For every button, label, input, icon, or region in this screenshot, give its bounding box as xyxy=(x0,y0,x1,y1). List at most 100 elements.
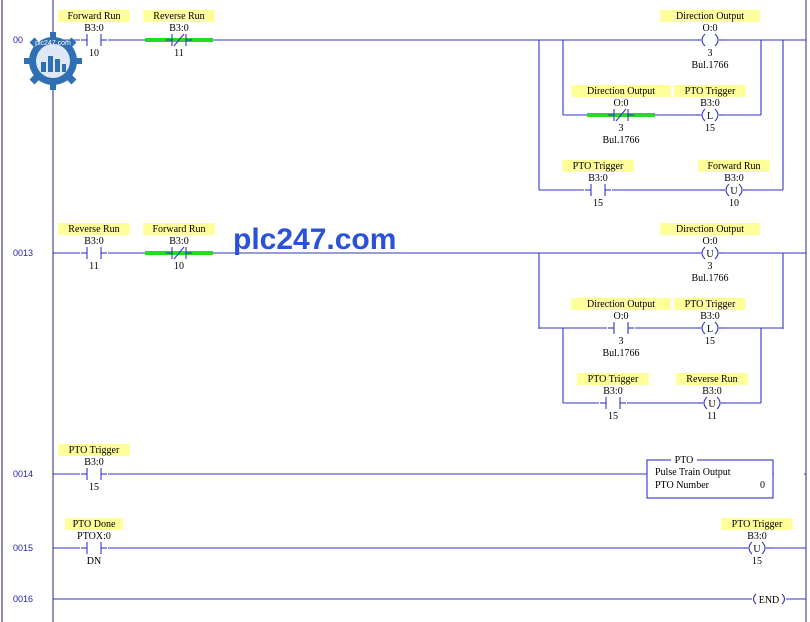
instruction-label: Direction Output xyxy=(676,11,744,22)
rung-number: 0016 xyxy=(13,594,33,604)
instruction-label-bg xyxy=(676,373,748,385)
coil-arc xyxy=(701,108,706,122)
instruction-bit: 10 xyxy=(729,198,739,209)
instruction-address: PTOX:0 xyxy=(77,531,111,542)
instruction-bit: 15 xyxy=(593,198,603,209)
contact-slash xyxy=(173,33,185,47)
pto-instruction-box xyxy=(646,459,774,499)
gap xyxy=(599,401,627,405)
instruction-address: O:0 xyxy=(614,98,629,109)
coil-type-letter: U xyxy=(706,249,714,260)
instruction-label: Direction Output xyxy=(587,299,655,310)
pto-title: PTO xyxy=(675,455,694,466)
end-bg xyxy=(752,593,786,605)
instruction-address: B3:0 xyxy=(603,386,622,397)
instruction-extra: Bul.1766 xyxy=(692,273,729,284)
instruction-label-bg xyxy=(698,160,770,172)
instruction-bit: 15 xyxy=(608,411,618,422)
instruction-label-bg xyxy=(58,223,130,235)
mask xyxy=(781,329,785,406)
gap xyxy=(607,326,635,330)
instruction-bit: DN xyxy=(87,556,101,567)
gap xyxy=(696,113,724,117)
coil-type-letter: U xyxy=(753,544,761,555)
instruction-bit: 15 xyxy=(705,123,715,134)
gap xyxy=(80,546,108,550)
gap xyxy=(774,472,804,476)
instruction-bit: 15 xyxy=(89,482,99,493)
coil-arc xyxy=(761,541,766,555)
logo-text: plc247.com xyxy=(35,40,71,47)
gap xyxy=(696,251,724,255)
instruction-label-bg xyxy=(674,298,746,310)
instruction-label: PTO Trigger xyxy=(573,161,624,172)
instruction-bit: 3 xyxy=(619,336,624,347)
gap xyxy=(720,188,748,192)
mask xyxy=(537,329,541,406)
coil-arc xyxy=(701,246,706,260)
instruction-label-bg xyxy=(674,85,746,97)
instruction-address: B3:0 xyxy=(84,457,103,468)
rung-number: 0014 xyxy=(13,469,33,479)
instruction-bit: 3 xyxy=(708,48,713,59)
instruction-label: PTO Done xyxy=(73,519,116,530)
instruction-extra: Bul.1766 xyxy=(603,348,640,359)
end-instruction: END xyxy=(759,595,780,606)
gap xyxy=(743,546,771,550)
instruction-address: B3:0 xyxy=(700,311,719,322)
instruction-label-bg xyxy=(721,518,793,530)
gap xyxy=(80,38,108,42)
instruction-address: B3:0 xyxy=(747,531,766,542)
coil-arc xyxy=(716,396,721,410)
instruction-bit: 3 xyxy=(708,261,713,272)
instruction-address: B3:0 xyxy=(700,98,719,109)
instruction-label: PTO Trigger xyxy=(685,86,736,97)
rung-number: 0015 xyxy=(13,543,33,553)
instruction-extra: Bul.1766 xyxy=(603,135,640,146)
gap xyxy=(80,251,108,255)
coil-type-letter: U xyxy=(708,399,716,410)
end-arc xyxy=(781,593,786,605)
instruction-label-bg xyxy=(571,298,671,310)
coil-type-letter: U xyxy=(730,186,738,197)
instruction-label-bg xyxy=(660,223,760,235)
rung-number: 00 xyxy=(13,35,23,45)
contact-slash xyxy=(615,108,627,122)
instruction-label: Forward Run xyxy=(707,161,760,172)
instruction-extra: Bul.1766 xyxy=(692,60,729,71)
coil-arc xyxy=(714,246,719,260)
instruction-label-bg xyxy=(562,160,634,172)
pto-number-value: 0 xyxy=(760,480,765,491)
pto-line2: PTO Number xyxy=(655,480,710,491)
instruction-label: Direction Output xyxy=(676,224,744,235)
coil-arc xyxy=(701,321,706,335)
instruction-address: B3:0 xyxy=(169,23,188,34)
instruction-label-bg xyxy=(65,518,123,530)
coil-arc xyxy=(701,33,706,47)
instruction-bit: 10 xyxy=(174,261,184,272)
instruction-label-bg xyxy=(660,10,760,22)
coil-arc xyxy=(714,33,719,47)
instruction-bit: 11 xyxy=(174,48,184,59)
instruction-bit: 11 xyxy=(89,261,99,272)
coil-arc xyxy=(714,108,719,122)
instruction-label: Reverse Run xyxy=(68,224,119,235)
instruction-label: Reverse Run xyxy=(153,11,204,22)
instruction-label-bg xyxy=(577,373,649,385)
instruction-label-bg xyxy=(571,85,671,97)
instruction-label: PTO Trigger xyxy=(732,519,783,530)
watermark: plc247.com xyxy=(233,223,397,256)
instruction-address: B3:0 xyxy=(84,23,103,34)
instruction-bit: 15 xyxy=(752,556,762,567)
contact-slash xyxy=(173,246,185,260)
instruction-label-bg xyxy=(58,444,130,456)
coil-type-letter: L xyxy=(707,111,713,122)
coil-arc xyxy=(748,541,753,555)
coil-arc xyxy=(725,183,730,197)
end-arc xyxy=(752,593,757,605)
instruction-label: Direction Output xyxy=(587,86,655,97)
